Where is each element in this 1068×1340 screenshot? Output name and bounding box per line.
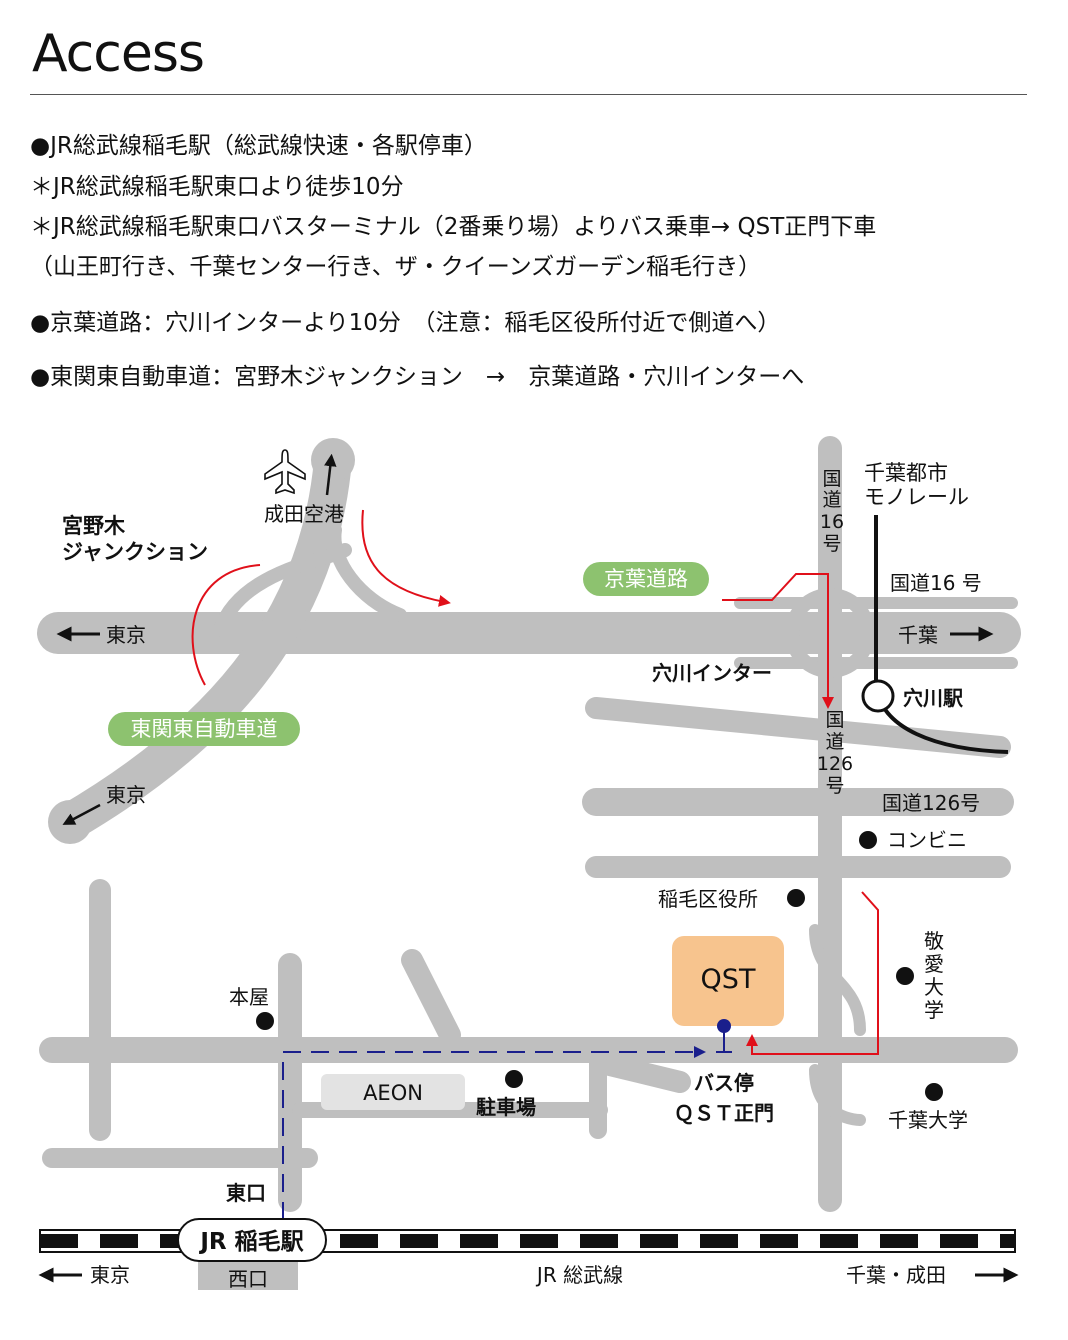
route126-vertical-label-1: 国 <box>825 709 844 731</box>
bus-stop-icon <box>716 1019 732 1053</box>
chiba-university-label: 千葉大学 <box>888 1108 968 1132</box>
side-road-right <box>809 924 866 1126</box>
motoya-label: 本屋 <box>229 985 269 1009</box>
route16-vertical-label-2: 道 <box>822 489 841 511</box>
access-map: 京葉道路 東関東自動車道 QST AEON JR 稲毛駅 成田空港 宮野木 ジャ… <box>0 420 1068 1340</box>
jr-inage-station-badge[interactable] <box>177 1218 327 1262</box>
route126-horizontal-label: 国道126号 <box>882 791 980 815</box>
access-line-higashi-kanto: ●東関東自動車道：宮野木ジャンクション → 京葉道路・穴川インターへ <box>30 364 805 390</box>
anagawa-station-marker <box>861 679 895 713</box>
higashi-kanto-expressway <box>51 441 352 841</box>
chiba-east-label: 千葉 <box>898 623 938 647</box>
keiyo-road-badge <box>583 562 709 596</box>
junction-route <box>191 564 261 686</box>
aeon-label: AEON <box>363 1081 423 1105</box>
west-exit-label: 西口 <box>228 1267 268 1291</box>
convenience-store-label: コンビニ <box>887 828 967 852</box>
bus-stop-label-2: ＱＳＴ正門 <box>674 1101 774 1125</box>
bus-stop-label-1: バス停 <box>694 1071 754 1095</box>
anagawa-interchange <box>785 588 875 678</box>
rail-line-label: JR 総武線 <box>535 1263 623 1287</box>
arrow-sw-tokyo <box>62 803 101 825</box>
junction-label-2: ジャンクション <box>62 540 208 564</box>
expressway-end-ne <box>311 438 355 482</box>
qst-label: QST <box>701 964 756 995</box>
expressway-badge <box>108 712 300 746</box>
keiai-label-2: 愛 <box>924 952 944 976</box>
keiai-university-dot <box>896 967 914 985</box>
diagonal-road <box>401 949 461 1046</box>
title-divider <box>30 94 1027 95</box>
access-line-walk: ＊JR総武線稲毛駅東口より徒歩10分 <box>30 174 404 200</box>
keiai-label-4: 学 <box>924 998 944 1022</box>
route16-vertical-label-4: 号 <box>822 533 841 555</box>
rail-chiba-narita-label: 千葉・成田 <box>846 1263 946 1287</box>
convenience-store-dot <box>859 831 877 849</box>
junction-ramp-2 <box>327 523 407 622</box>
keiai-label-1: 敬 <box>924 929 944 953</box>
monorail-label-1: 千葉都市 <box>864 461 948 485</box>
parking-dot <box>505 1070 523 1088</box>
junction-label-1: 宮野木 <box>62 514 126 538</box>
anagawa-station-label: 穴川駅 <box>903 686 963 710</box>
access-line-bus: ＊JR総武線稲毛駅東口バスターミナル（2番乗り場）よりバス乗車→ QST正門下車 <box>30 214 877 240</box>
route16-horizontal-label: 国道16 号 <box>890 571 982 595</box>
parking-label: 駐車場 <box>476 1095 536 1119</box>
rail-tokyo-label: 東京 <box>90 1263 130 1287</box>
airplane-icon <box>264 449 306 495</box>
route126-vertical-label-4: 号 <box>825 775 844 797</box>
monorail-label-2: モノレール <box>864 485 969 509</box>
jr-inage-station-label: JR 稲毛駅 <box>198 1229 303 1255</box>
access-line-bus-routes: （山王町行き、千葉センター行き、ザ・クイーンズガーデン稲毛行き） <box>30 254 762 280</box>
arrow-north-airport <box>324 453 337 496</box>
route16-vertical-label-1: 国 <box>822 468 841 490</box>
route126-vertical-label-2: 道 <box>825 731 844 753</box>
keiai-label-3: 大 <box>924 975 944 999</box>
aeon-road <box>599 1054 691 1093</box>
access-line-jr: ●JR総武線稲毛駅（総武線快速・各駅停車） <box>30 133 487 159</box>
keiyo-to-route16-route <box>722 573 834 709</box>
route16-vertical-label-3: 16 <box>820 511 844 533</box>
keiyo-road-label: 京葉道路 <box>604 567 688 591</box>
chiba-university-dot <box>925 1083 943 1101</box>
tokyo-west-label: 東京 <box>106 623 146 647</box>
ward-office-label: 稲毛区役所 <box>658 887 758 911</box>
aeon-building <box>321 1074 465 1110</box>
qst-building[interactable] <box>672 936 784 1026</box>
page-title: Access <box>32 24 205 84</box>
access-line-keiyo: ●京葉道路：穴川インターより10分 （注意：稲毛区役所付近で側道へ） <box>30 310 781 336</box>
expressway-label: 東関東自動車道 <box>131 717 278 741</box>
roads <box>37 436 1021 1290</box>
route126-vertical-label-3: 126 <box>817 753 853 775</box>
airport-route-arrow <box>361 509 451 607</box>
walk-route-from-station <box>282 1046 706 1220</box>
side-road-to-qst-route <box>746 891 879 1055</box>
motoya-dot <box>256 1012 274 1030</box>
east-exit-label: 東口 <box>226 1181 266 1205</box>
tokyo-sw-label: 東京 <box>106 783 146 807</box>
anagawa-ic-label: 穴川インター <box>652 661 772 685</box>
ward-office-dot <box>787 889 805 907</box>
airport-label: 成田空港 <box>264 502 344 526</box>
